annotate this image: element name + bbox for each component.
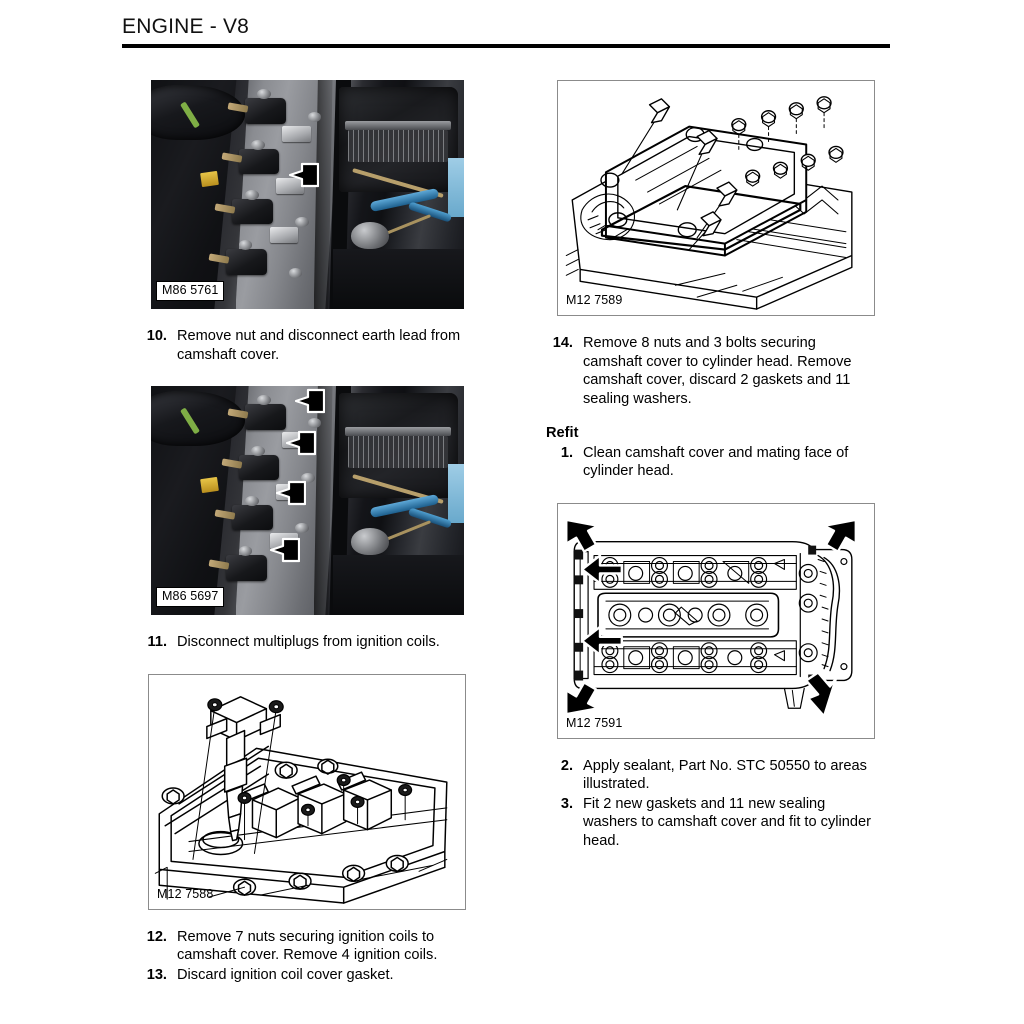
air-box-lip — [345, 121, 452, 131]
step-number: 11. — [147, 634, 167, 650]
cover-bolt — [238, 240, 253, 251]
figure-label: M86 5697 — [156, 587, 225, 607]
cover-bolt — [238, 546, 253, 557]
ignition-coil — [244, 404, 286, 430]
cover-bolt — [251, 139, 265, 150]
cover-bolt — [301, 473, 315, 484]
step-list-12-13: 12. Remove 7 nuts securing ignition coil… — [140, 928, 470, 985]
cover-bolt — [288, 267, 303, 278]
step-number: 14. — [552, 335, 573, 351]
header-rule — [122, 44, 890, 48]
step-item: 13. Discard ignition coil cover gasket. — [140, 966, 470, 985]
pointer-arrow-icon — [269, 537, 300, 563]
cover-bolt — [257, 89, 272, 100]
figure-label: M12 7589 — [566, 293, 623, 307]
cover-bolt — [244, 189, 259, 200]
cover-bolt — [244, 495, 259, 506]
coil-cap — [276, 178, 305, 195]
fluid-reservoir — [351, 527, 389, 556]
ignition-coil — [238, 148, 280, 174]
cover-bolt — [294, 523, 309, 534]
step-text: Disconnect multiplugs from ignition coil… — [177, 634, 440, 650]
cover-bolt — [294, 217, 309, 228]
ignition-coil — [226, 249, 267, 275]
ignition-coil-removal-diagram — [154, 695, 448, 904]
step-list-14: 14. Remove 8 nuts and 3 bolts securing c… — [546, 334, 876, 408]
figure-m12-7591: M12 7591 — [557, 502, 875, 739]
figure-m86-5761: M86 5761 — [151, 80, 464, 309]
step-number: 2. — [560, 757, 573, 774]
pointer-arrow-icon — [276, 480, 307, 506]
right-column: M12 7589 14. Remove 8 nuts and 3 bolts s… — [546, 80, 876, 851]
step-text: Remove nut and disconnect earth lead fro… — [177, 328, 461, 363]
step-number: 12. — [146, 928, 167, 945]
fluid-reservoir — [351, 221, 389, 250]
coil-cap — [282, 125, 311, 142]
cover-edge-shadow — [313, 80, 333, 309]
lower-engine-shadow — [332, 249, 464, 309]
pointer-arrow-icon — [294, 388, 325, 414]
cover-bolt — [307, 112, 322, 123]
figure-label: M12 7591 — [566, 715, 623, 730]
left-column: M86 5761 10. Remove nut and disconnect e… — [140, 80, 470, 985]
ignition-coil — [244, 98, 286, 124]
step-number: 3. — [560, 795, 573, 812]
step-number: 1. — [560, 444, 573, 461]
cover-bolt — [307, 418, 322, 429]
engine-bay-photo-2 — [151, 386, 464, 615]
ignition-coil — [226, 555, 267, 581]
air-intake-hose — [151, 390, 245, 446]
ignition-coil — [232, 199, 274, 225]
air-box-ribs — [348, 436, 449, 469]
cylinder-head-sealant-areas-diagram — [565, 518, 857, 717]
ignition-coil — [238, 454, 280, 480]
coil-cap — [269, 226, 299, 243]
step-text: Clean camshaft cover and mating face of … — [583, 444, 849, 480]
sealant-arrow-group — [565, 518, 857, 717]
air-box-lip — [345, 427, 452, 437]
page-header: ENGINE - V8 — [122, 14, 890, 48]
page-title: ENGINE - V8 — [122, 15, 250, 38]
step-item: 11. Disconnect multiplugs from ignition … — [140, 633, 470, 652]
engine-bay-photo-1 — [151, 80, 464, 309]
ignition-coil — [232, 505, 274, 531]
blue-body-panel — [448, 463, 464, 524]
yellow-label-tag — [200, 476, 220, 493]
step-item: 1. Clean camshaft cover and mating face … — [546, 444, 876, 481]
air-intake-hose — [151, 84, 245, 140]
step-item: 12. Remove 7 nuts securing ignition coil… — [140, 928, 470, 965]
camshaft-cover-exploded-diagram — [565, 96, 853, 310]
refit-step-list-2-3: 2. Apply sealant, Part No. STC 50550 to … — [546, 757, 876, 851]
step-text: Discard ignition coil cover gasket. — [177, 966, 394, 983]
blue-body-panel — [448, 157, 464, 218]
step-item: 14. Remove 8 nuts and 3 bolts securing c… — [546, 334, 876, 408]
section-heading-refit: Refit — [546, 425, 579, 441]
cover-bolt — [257, 395, 272, 406]
step-item: 3. Fit 2 new gaskets and 11 new sealing … — [546, 795, 876, 851]
step-text: Apply sealant, Part No. STC 50550 to are… — [583, 757, 867, 793]
refit-step-list-1: 1. Clean camshaft cover and mating face … — [546, 444, 876, 481]
figure-label: M12 7588 — [157, 886, 214, 901]
cover-edge-shadow — [313, 386, 333, 615]
step-list-11: 11. Disconnect multiplugs from ignition … — [140, 633, 470, 652]
step-number: 13. — [146, 966, 167, 983]
pointer-arrow-icon — [285, 430, 316, 456]
lower-engine-shadow — [332, 555, 464, 615]
figure-m86-5697: M86 5697 — [151, 386, 464, 615]
air-box-ribs — [348, 130, 449, 163]
figure-m12-7588: M12 7588 — [148, 673, 466, 910]
step-item: 2. Apply sealant, Part No. STC 50550 to … — [546, 757, 876, 794]
figure-label: M86 5761 — [156, 281, 225, 301]
step-item: 10. Remove nut and disconnect earth lead… — [140, 327, 470, 364]
pointer-arrow-icon — [288, 162, 319, 188]
yellow-label-tag — [200, 170, 220, 187]
step-number: 10. — [146, 328, 167, 344]
step-text: Fit 2 new gaskets and 11 new sealing was… — [583, 795, 871, 849]
figure-m12-7589: M12 7589 — [557, 80, 875, 316]
step-text: Remove 8 nuts and 3 bolts securing camsh… — [583, 335, 852, 407]
step-list-10: 10. Remove nut and disconnect earth lead… — [140, 327, 470, 364]
cover-bolt — [251, 445, 265, 456]
step-text: Remove 7 nuts securing ignition coils to… — [177, 928, 438, 964]
